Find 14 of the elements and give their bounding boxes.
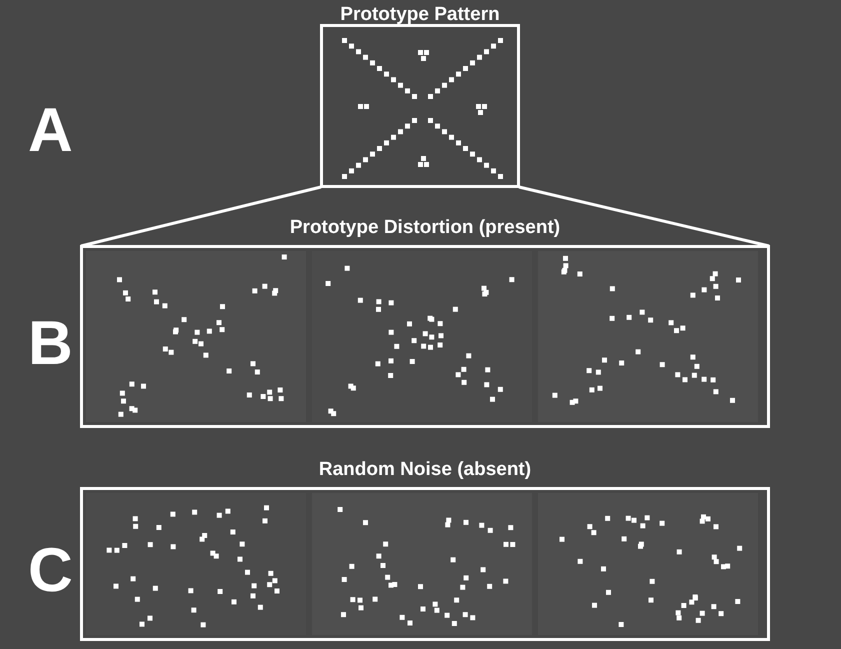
dot-pattern-panel: [538, 251, 758, 422]
section-title: Prototype Distortion (present): [288, 217, 562, 239]
section-title: Prototype Pattern: [339, 4, 501, 26]
dot-pattern-panel: [312, 493, 532, 635]
panel-letter: C: [28, 535, 73, 606]
panel-letter: A: [28, 95, 73, 166]
dot-pattern-panel: [86, 251, 306, 422]
dot-pattern-panel: [538, 493, 758, 635]
dot-pattern-panel: [86, 493, 306, 635]
panel-letter: B: [28, 308, 73, 379]
section-title: Random Noise (absent): [318, 459, 532, 481]
connector-line: [518, 186, 770, 248]
dot-pattern-panel: [312, 251, 532, 422]
connector-line: [80, 186, 322, 248]
